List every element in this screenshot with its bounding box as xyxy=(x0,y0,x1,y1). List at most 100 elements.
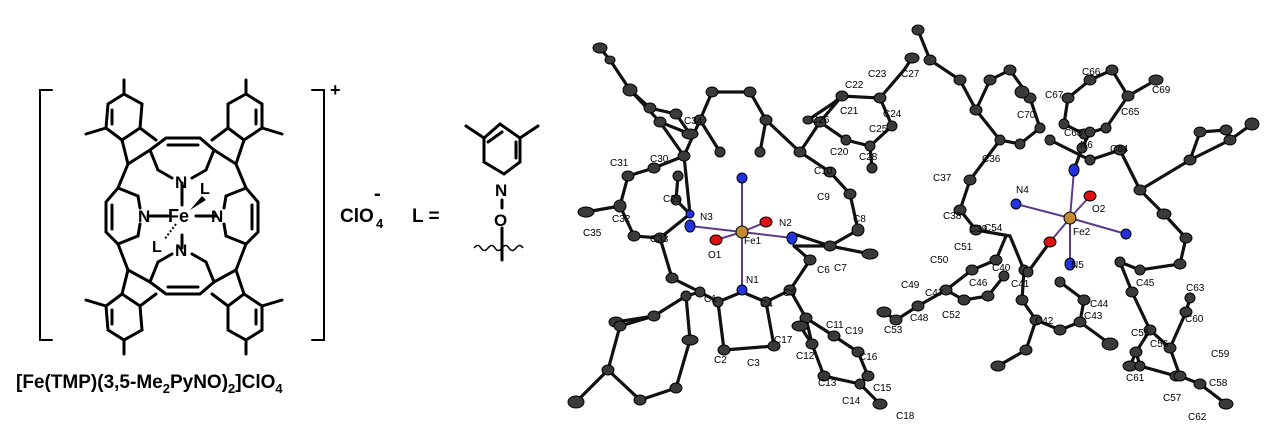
atom-label-c31: C31 xyxy=(610,158,629,169)
atom-label-c56: C56 xyxy=(1150,339,1169,350)
atom-label-c29: C29 xyxy=(663,194,682,205)
atom-label-c53: C53 xyxy=(884,325,903,336)
atom-label-c7: C7 xyxy=(834,263,847,274)
atom-label-c45: C45 xyxy=(1136,278,1155,289)
atom-label-c67: C67 xyxy=(1045,90,1064,101)
n-right: N xyxy=(211,207,223,226)
n5-atom xyxy=(1064,257,1076,271)
n3-atom xyxy=(684,219,696,233)
attachment-wavy-bond xyxy=(473,244,524,252)
atom-label-c48: C48 xyxy=(910,313,929,324)
o1-atom xyxy=(709,234,723,246)
atom-label-c46: C46 xyxy=(969,278,988,289)
atom-label-c38: C38 xyxy=(943,211,962,222)
atom-label-c9: C9 xyxy=(817,192,830,203)
atom-label-c1: C1 xyxy=(704,294,717,305)
atom-label-c66: C66 xyxy=(1082,67,1101,78)
n3b-atom xyxy=(685,209,695,219)
atom-label-c21: C21 xyxy=(840,106,859,117)
atom-label-c60: C60 xyxy=(1185,314,1204,325)
n-atom-2 xyxy=(1120,228,1132,240)
counter-ion: ClO xyxy=(340,206,374,227)
atom-label-o1: O1 xyxy=(708,250,722,261)
o-atom-2 xyxy=(1043,236,1057,248)
atom-label-c64: C64 xyxy=(1110,144,1129,155)
atom-label-c37: C37 xyxy=(933,173,952,184)
ligand-definition: L = xyxy=(412,206,440,227)
atom-label-c49: C49 xyxy=(901,280,920,291)
atom-label-c39: C39 xyxy=(969,224,988,235)
wedge-bond xyxy=(190,196,206,210)
n-top: N xyxy=(175,173,187,192)
compound-label: [Fe(TMP)(3,5-Me2PyNO)2]ClO4 xyxy=(16,372,283,396)
atom-label-c62: C62 xyxy=(1188,412,1207,423)
atom-label-n1: N1 xyxy=(746,275,759,286)
atom-label-c63: C63 xyxy=(1186,283,1205,294)
atom-label-c57: C57 xyxy=(1163,393,1182,404)
atom-label-c12: C12 xyxy=(796,351,815,362)
atom-label-c61: C61 xyxy=(1126,373,1145,384)
atom-label-c23: C23 xyxy=(868,69,887,80)
atom-label-c15: C15 xyxy=(873,383,892,394)
atom-label-c59: C59 xyxy=(1211,349,1230,360)
carbon-ellipsoids-2 xyxy=(876,24,1260,410)
atom-label-c36: C36 xyxy=(982,154,1001,165)
atom-label-c27: C27 xyxy=(901,69,920,80)
atom-label-c55: C55 xyxy=(1131,328,1150,339)
atom-label-c50: C50 xyxy=(930,255,949,266)
atom-label-fe2: Fe2 xyxy=(1073,227,1091,238)
atom-label-c42: C42 xyxy=(1035,316,1054,327)
atom-label-c33: C33 xyxy=(650,234,669,245)
left-bracket xyxy=(39,89,53,341)
atom-label-c19: C19 xyxy=(845,326,864,337)
atom-label-n3: N3 xyxy=(700,212,713,223)
atom-label-c30: C30 xyxy=(650,154,669,165)
atom-label-c58: C58 xyxy=(1209,378,1228,389)
atom-label-c8: C8 xyxy=(853,214,866,225)
o-atom xyxy=(759,216,773,228)
atom-label-fe1: Fe1 xyxy=(744,236,762,247)
atom-label-c18: C18 xyxy=(896,411,915,422)
atom-label-o2: O2 xyxy=(1092,204,1106,215)
charge-plus: + xyxy=(330,80,341,100)
fe-center: Fe xyxy=(168,206,189,226)
axial-l-top: L xyxy=(200,181,210,198)
atom-label-c34: C34 xyxy=(684,116,703,127)
atom-label-c14: C14 xyxy=(842,396,861,407)
counter-ion-charge: - xyxy=(374,183,381,205)
fe2-atom xyxy=(1063,211,1077,225)
atom-label-c5: C5 xyxy=(783,288,796,299)
atom-label-c24: C24 xyxy=(883,109,902,120)
n-left: N xyxy=(138,207,150,226)
atom-label-c65: C65 xyxy=(1121,107,1140,118)
atom-label-c35: C35 xyxy=(583,228,602,239)
atom-label-c20: C20 xyxy=(830,147,849,158)
n-atom xyxy=(736,172,748,184)
pyridine-n: N xyxy=(495,181,507,200)
atom-label-c3: C3 xyxy=(747,358,760,369)
atom-label-c11: C11 xyxy=(826,320,844,331)
n4-atom xyxy=(1010,198,1022,210)
atom-label-c69: C69 xyxy=(1152,85,1171,96)
atom-label-c13: C13 xyxy=(818,378,837,389)
o2-atom xyxy=(1083,190,1097,202)
atom-label-c2: C2 xyxy=(714,355,727,366)
atom-label-c26: C26 xyxy=(811,115,830,126)
atom-label-n6: N6 xyxy=(1080,140,1093,151)
axial-l-bottom: L xyxy=(152,239,162,256)
complex-structure-drawing: + xyxy=(16,78,540,396)
atom-label-c40: C40 xyxy=(992,263,1011,274)
right-bracket xyxy=(311,89,325,341)
ortep-structure: Fe1N1N2N3O1C1C2C3C4C5C6C7C8C9C10C11C12C1… xyxy=(567,24,1260,423)
atom-label-c22: C22 xyxy=(845,80,864,91)
atom-label-c32: C32 xyxy=(612,214,631,225)
atom-label-c70: C70 xyxy=(1017,110,1036,121)
n2-atom xyxy=(786,231,798,245)
n6-atom xyxy=(1068,163,1080,177)
atom-label-c17: C17 xyxy=(774,335,793,346)
atom-label-c43: C43 xyxy=(1084,311,1103,322)
atom-label-c52: C52 xyxy=(942,310,961,321)
fe1-atom xyxy=(735,225,749,239)
atom-label-c54: C54 xyxy=(984,223,1003,234)
